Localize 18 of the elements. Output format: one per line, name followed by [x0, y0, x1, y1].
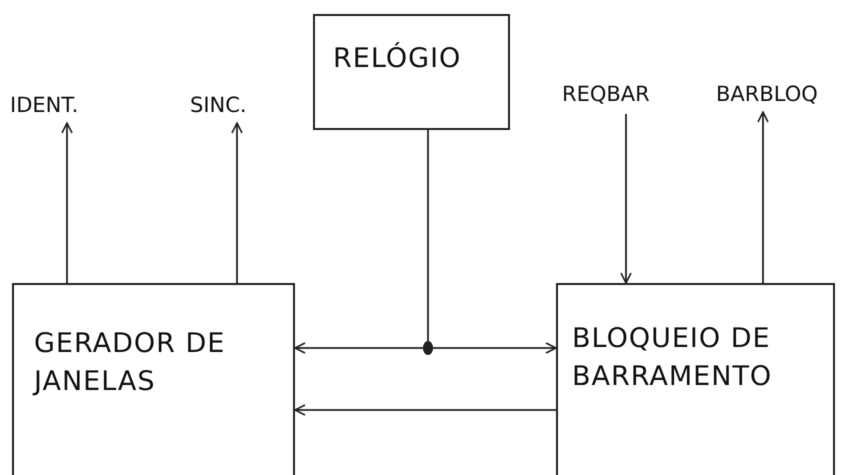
- arrow: [757, 111, 769, 283]
- process-box: [12, 283, 295, 475]
- arrow: [231, 122, 243, 283]
- arrow: [294, 342, 423, 354]
- arrow: [433, 342, 557, 354]
- box-label: BLOQUEIO DE BARRAMENTO: [572, 322, 774, 394]
- arrow: [620, 114, 632, 284]
- process-box: [556, 283, 835, 475]
- box-label: GERADOR DE JANELAS: [34, 327, 226, 399]
- signal-label: IDENT.: [10, 93, 80, 117]
- signal-label: SINC.: [190, 93, 248, 117]
- signal-label: REQBAR: [562, 82, 651, 106]
- arrow: [61, 122, 73, 283]
- process-box: [313, 14, 510, 130]
- junction-dot: [423, 341, 433, 355]
- signal-label: BARBLOQ: [716, 82, 819, 106]
- arrow: [294, 404, 556, 416]
- box-label: RELÓGIO: [333, 41, 462, 76]
